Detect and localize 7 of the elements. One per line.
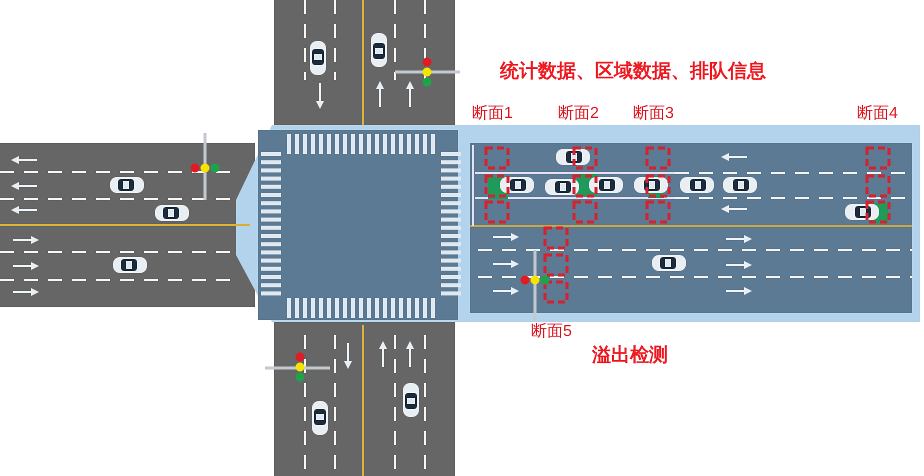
section-label: 断面3	[633, 104, 674, 124]
heading-text: 统计数据、区域数据、排队信息	[500, 60, 766, 84]
heading-text: 溢出检测	[592, 344, 668, 368]
section-label: 断面5	[531, 322, 572, 342]
section-label: 断面2	[558, 104, 599, 124]
section-label: 断面1	[472, 104, 513, 124]
section-label: 断面4	[857, 104, 898, 124]
